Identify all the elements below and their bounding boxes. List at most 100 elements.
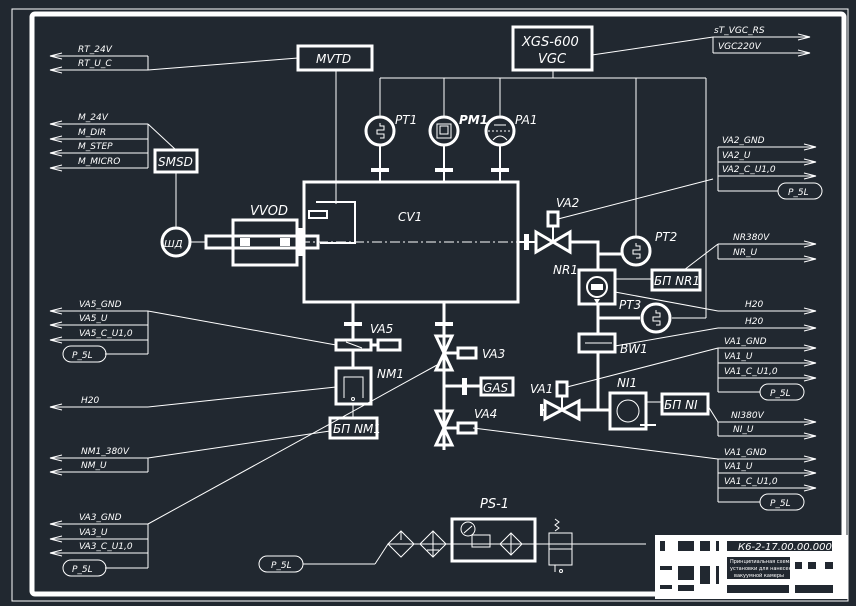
va1-cable — [566, 347, 719, 388]
pump-nr1[interactable]: NR1 — [553, 263, 617, 306]
signal-label: M_DIR — [78, 128, 106, 138]
title-block-name-3: вакуумной камеры — [734, 572, 784, 579]
flange-gas — [462, 378, 467, 395]
title-block-name-1: Принципиальная схема — [730, 559, 792, 565]
valve-bw1[interactable]: BW1 — [577, 332, 648, 356]
bp-ni-block[interactable]: БП NI — [660, 392, 710, 416]
title-block-code: К6-2-17.00.00.000 ТС — [738, 542, 848, 553]
signal-label: H20 — [745, 300, 763, 310]
smsd-block[interactable]: SMSD — [153, 148, 199, 174]
signal-group-va1-a: VA1_GND VA1_U VA1_C_U1,0 P_5L — [717, 337, 817, 401]
signal-label: VA1_C_U1,0 — [724, 477, 778, 487]
gas-inlet-block[interactable]: GAS — [479, 376, 515, 397]
mvtd-sensor — [308, 199, 356, 244]
valve-va1[interactable]: VA1 — [530, 380, 581, 422]
signal-group-nr: NR380V NR_U — [683, 233, 817, 271]
gas-label: GAS — [483, 381, 509, 395]
signal-label: VA1_U — [724, 462, 753, 472]
signal-group-vgc: sT_VGC_RS VGC220V — [591, 26, 811, 57]
signal-label: RT_24V — [78, 45, 113, 55]
signal-label: VA1_C_U1,0 — [724, 367, 778, 377]
power-tag: P_5L — [72, 565, 93, 575]
bp-nm1-block[interactable]: БП NM1 — [328, 416, 381, 440]
valve-bw1-label: BW1 — [620, 342, 648, 356]
vvod-feedthrough[interactable]: VVOD — [204, 204, 320, 267]
gauge-pt2-label: PT2 — [655, 230, 677, 244]
gauge-pa1[interactable]: PA1 — [484, 113, 537, 182]
gauge-pt1-label: PT1 — [395, 113, 417, 127]
signal-label: VA5_GND — [79, 300, 122, 310]
ps1-label: PS-1 — [480, 497, 509, 512]
signal-label: RT_U_C — [78, 59, 112, 69]
signal-label: NM1_380V — [81, 447, 130, 457]
pump-nr1-label: NR1 — [553, 263, 578, 277]
signal-label: M_MICRO — [78, 157, 120, 167]
vgc-label-line1: XGS-600 — [521, 35, 579, 50]
power-tag: P_5L — [770, 499, 791, 509]
pump-ni1-label: NI1 — [617, 376, 637, 390]
gauge-pt2[interactable]: PT2 — [620, 230, 677, 267]
mvtd-block[interactable]: MVTD — [296, 44, 374, 72]
signal-group-rt: RT_24V RT_U_C — [49, 45, 299, 74]
power-tag: P_5L — [770, 389, 791, 399]
signal-label: NR_U — [733, 248, 757, 258]
signal-label: VA3_C_U1,0 — [79, 542, 133, 552]
signal-label: VA3_U — [79, 528, 108, 538]
pump-ni1[interactable]: NI1 — [608, 376, 656, 431]
chamber-label: CV1 — [398, 210, 422, 224]
valve-va3[interactable]: VA3 — [433, 334, 505, 372]
bp-nr1-label: БП NR1 — [654, 274, 700, 288]
signal-group-va3: VA3_GND VA3_U VA3_C_U1,0 P_5L — [49, 364, 438, 577]
valve-va3-label: VA3 — [482, 347, 505, 361]
pipe-va2-nr1 — [570, 240, 600, 270]
signal-label: VGC220V — [718, 42, 762, 52]
gauge-pm1[interactable]: PM1 — [428, 113, 488, 182]
gauge-nm1-label: NM1 — [377, 367, 404, 381]
signal-label: VA2_C_U1,0 — [722, 165, 776, 175]
signal-group-h2o-left: H20 — [49, 386, 337, 411]
vgc-block[interactable]: XGS-600 VGC — [511, 25, 594, 72]
valve-va4[interactable]: VA4 — [433, 407, 497, 447]
signal-label: NI380V — [731, 411, 765, 421]
mvtd-label: MVTD — [316, 52, 351, 66]
signal-group-ni: NI380V NI_U — [707, 405, 817, 440]
signal-group-va1-b: VA1_GND VA1_U VA1_C_U1,0 P_5L — [472, 427, 817, 511]
title-block-name-2: установки для нанесения — [730, 566, 798, 572]
vgc-label-line2: VGC — [538, 52, 567, 67]
signal-label: VA5_C_U1,0 — [79, 329, 133, 339]
power-tag: P_5L — [271, 561, 292, 571]
signal-group-smsd: M_24V M_DIR M_STEP M_MICRO — [49, 113, 177, 172]
valve-va1-label: VA1 — [530, 382, 553, 396]
signal-group-h2o-right: H20 H20 — [614, 291, 817, 347]
signal-group-va2: VA2_GND VA2_U VA2_C_U1,0 P_5L — [717, 136, 823, 200]
signal-group-ps: P_5L — [258, 555, 304, 573]
gauge-pt3-label: PT3 — [619, 298, 641, 312]
gauge-pt3[interactable]: PT3 — [619, 298, 672, 334]
gauge-pa1-label: PA1 — [515, 113, 537, 127]
valve-va5[interactable]: VA5 — [334, 322, 402, 352]
stepper-motor[interactable]: ШД — [160, 226, 192, 258]
signal-label: VA3_GND — [79, 513, 122, 523]
signal-label: NM_U — [81, 461, 107, 471]
signal-label: M_STEP — [78, 142, 113, 152]
signal-label: VA5_U — [79, 314, 108, 324]
bp-nr1-block[interactable]: БП NR1 — [650, 268, 702, 292]
bp-nm1-label: БП NM1 — [333, 422, 381, 436]
gauge-nm1[interactable]: NM1 — [334, 366, 404, 406]
power-tag: P_5L — [788, 188, 809, 198]
valve-va2[interactable]: VA2 — [518, 196, 579, 255]
signal-group-va5: VA5_GND VA5_U VA5_C_U1,0 P_5L — [49, 300, 337, 363]
valve-va5-label: VA5 — [370, 322, 393, 336]
signal-label: NI_U — [733, 425, 754, 435]
ps1-pneumatic-unit[interactable]: PS-1 — [303, 497, 646, 573]
signal-label: sT_VGC_RS — [714, 26, 765, 36]
flange-va3 — [435, 322, 453, 326]
valve-va4-label: VA4 — [474, 407, 497, 421]
smsd-label: SMSD — [158, 155, 193, 169]
signal-label: M_24V — [78, 113, 109, 123]
signal-label: H20 — [81, 396, 99, 406]
signal-label: VA1_GND — [724, 448, 767, 458]
sheet-outer-border — [11, 8, 849, 602]
gauge-pt1[interactable]: PT1 — [364, 113, 417, 182]
